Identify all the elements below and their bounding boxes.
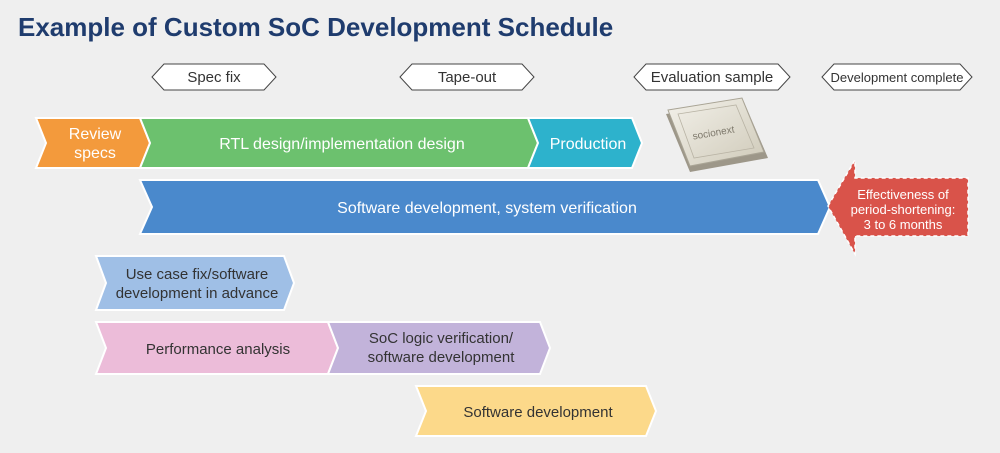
callout-line: period-shortening: xyxy=(851,202,956,217)
milestone-tape-out: Tape-out xyxy=(399,63,535,91)
bar-label: RTL design/implementation design xyxy=(219,136,464,153)
bar-label: software development xyxy=(368,349,516,366)
bar-label: Software development, system verificatio… xyxy=(337,200,637,217)
milestone-label: Spec fix xyxy=(187,69,241,86)
bar-label: Software development xyxy=(463,404,613,421)
bar-label: Performance analysis xyxy=(146,341,290,358)
bar-label: development in advance xyxy=(116,285,279,302)
bar-software-development: Software development xyxy=(414,385,658,437)
bar-software-system-verification: Software development, system verificatio… xyxy=(138,179,832,235)
bar-soc-logic-verification: SoC logic verification/ software develop… xyxy=(326,321,552,375)
bar-rtl-design: RTL design/implementation design xyxy=(138,117,540,169)
bar-performance-analysis: Performance analysis xyxy=(94,321,340,375)
bar-review-specs: Review specs xyxy=(34,117,152,169)
page-title: Example of Custom SoC Development Schedu… xyxy=(18,12,614,42)
milestone-label: Tape-out xyxy=(438,69,497,86)
milestone-spec-fix: Spec fix xyxy=(151,63,277,91)
bar-label: Review xyxy=(69,126,122,143)
bar-production: Production xyxy=(526,117,644,169)
callout-line: Effectiveness of xyxy=(857,187,949,202)
bar-use-case-fix: Use case fix/software development in adv… xyxy=(94,255,296,311)
milestone-development-complete: Development complete xyxy=(821,63,973,91)
bar-label: SoC logic verification/ xyxy=(369,330,514,347)
milestone-label: Evaluation sample xyxy=(651,69,774,86)
period-shortening-callout: Effectiveness of period-shortening: 3 to… xyxy=(827,157,969,257)
milestone-evaluation-sample: Evaluation sample xyxy=(633,63,791,91)
chip-sample-image: socionext xyxy=(666,97,768,172)
milestone-label: Development complete xyxy=(831,70,964,85)
bar-label: Use case fix/software xyxy=(126,266,269,283)
bar-label: Production xyxy=(550,136,627,153)
callout-line: 3 to 6 months xyxy=(864,217,943,232)
bar-label: specs xyxy=(74,145,116,162)
